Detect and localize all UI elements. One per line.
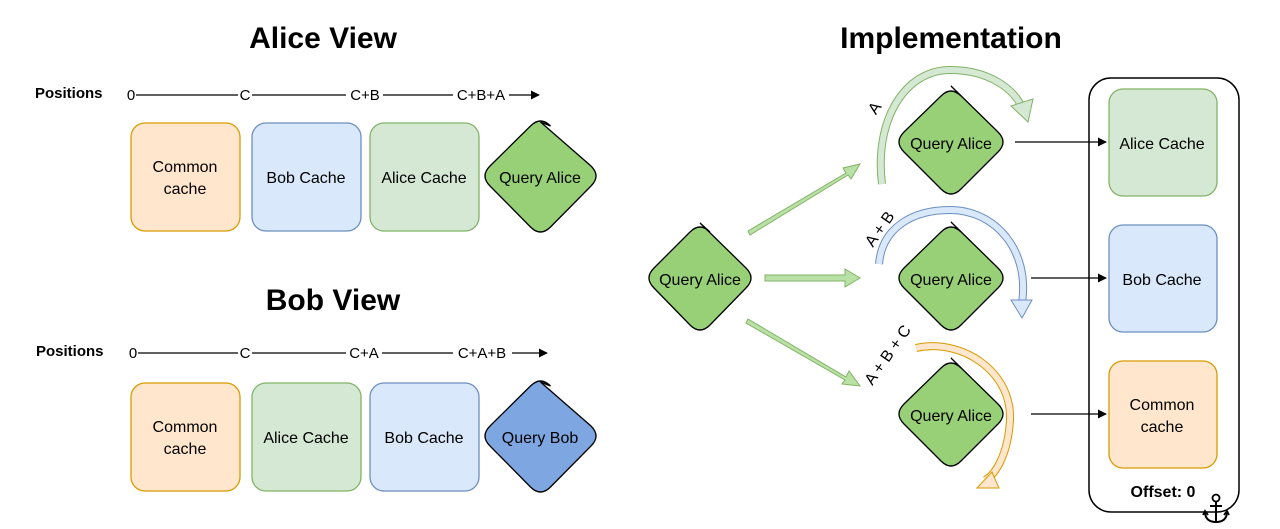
alice-tick-0: 0 (127, 87, 135, 104)
alice-tick-3: C+B+A (457, 87, 505, 104)
branch-query-label-3: Query Alice (910, 408, 992, 425)
alice-view-panel: Alice View Positions 0 C C+B C+B+A Commo… (35, 22, 597, 233)
alice-view-alice-cache-box: Alice Cache (369, 122, 480, 232)
bob-positions-label: Positions (36, 343, 104, 360)
source-query-alice-diamond: Query Alice (648, 222, 752, 331)
bob-cache-label: Bob Cache (266, 170, 345, 187)
bob-view-bob-cache-box: Bob Cache (369, 382, 480, 492)
fanout-arrow-top (747, 163, 862, 236)
fanout-arrow-middle (764, 268, 861, 288)
alice-tick-2: C+B (350, 87, 380, 104)
branch-query-label-1: Query Alice (910, 136, 992, 153)
implementation-panel: Implementation Query Alice Query Alice Q… (648, 22, 1240, 524)
bob-view-panel: Bob View Positions 0 C C+A C+A+B Common … (36, 284, 597, 493)
bob-tick-1: C (240, 345, 251, 362)
common-cache-label-line1: Common (153, 159, 218, 176)
bob-tick-0: 0 (129, 345, 137, 362)
branch-query-alice-diamond-1: Query Alice (898, 85, 1004, 195)
offset-arc-a (876, 65, 1034, 185)
offset-arc-a-b-c (915, 342, 1015, 489)
branch-query-alice-diamond-3: Query Alice (898, 357, 1004, 467)
bob-view-alice-cache-box: Alice Cache (251, 382, 362, 492)
impl-alice-cache-box: Alice Cache (1108, 88, 1218, 197)
fanout-arrows (745, 163, 862, 387)
alice-positions-label: Positions (35, 85, 103, 102)
branch-query-alice-diamond-2: Query Alice (898, 221, 1004, 331)
alice-view-bob-cache-box: Bob Cache (251, 122, 362, 232)
alice-view-common-cache-box: Common cache (130, 122, 241, 232)
fanout-arrow-bottom (745, 318, 862, 387)
alice-cache-label: Alice Cache (381, 170, 466, 187)
cache-container (1088, 77, 1240, 513)
source-query-label: Query Alice (659, 272, 741, 289)
alice-cache-label: Alice Cache (263, 430, 348, 447)
implementation-title: Implementation (840, 22, 1062, 55)
common-cache-label-line1: Common (153, 419, 218, 436)
connector-arrows (1015, 137, 1107, 419)
common-cache-label-line2: cache (164, 441, 207, 458)
offset-arc-a-b (875, 205, 1033, 319)
bob-view-common-cache-box: Common cache (130, 382, 241, 492)
common-cache-label-line2: cache (164, 181, 207, 198)
bob-tick-2: C+A (349, 345, 379, 362)
bob-view-query-bob-diamond: Query Bob (484, 380, 597, 493)
common-cache-label-line2: cache (1141, 419, 1184, 436)
bob-cache-label: Bob Cache (384, 430, 463, 447)
alice-tick-1: C (240, 87, 251, 104)
alice-view-title: Alice View (249, 22, 398, 55)
query-bob-label: Query Bob (502, 430, 579, 447)
impl-bob-cache-box: Bob Cache (1108, 224, 1218, 333)
anchor-icon (1202, 493, 1230, 524)
bob-view-title: Bob View (266, 284, 401, 317)
arc-label-a: A (865, 99, 885, 118)
impl-alice-cache-label: Alice Cache (1119, 136, 1204, 153)
offset-label: Offset: 0 (1131, 484, 1196, 501)
branch-query-label-2: Query Alice (910, 272, 992, 289)
query-alice-label: Query Alice (499, 170, 581, 187)
alice-view-query-alice-diamond: Query Alice (484, 120, 597, 233)
impl-bob-cache-label: Bob Cache (1122, 272, 1201, 289)
bob-tick-3: C+A+B (458, 345, 506, 362)
common-cache-label-line1: Common (1130, 397, 1195, 414)
arc-label-a-b-c: A + B + C (862, 322, 915, 388)
impl-common-cache-box: Common cache (1108, 360, 1218, 469)
